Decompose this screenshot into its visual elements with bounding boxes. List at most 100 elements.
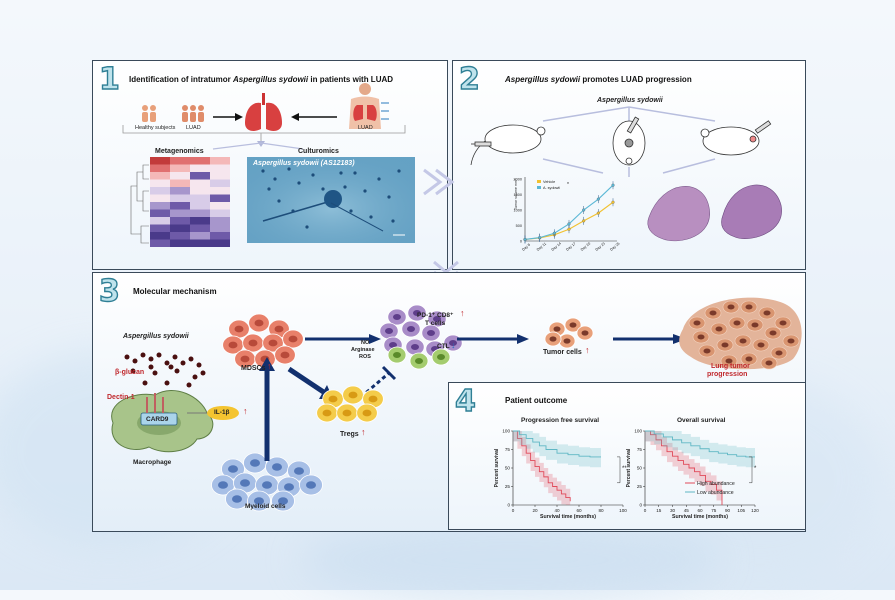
cell-nucleus bbox=[294, 467, 304, 475]
spore-dot bbox=[305, 225, 309, 229]
panel-title: Patient outcome bbox=[505, 396, 568, 405]
y-tick-label: 0 bbox=[639, 503, 642, 508]
label-myeloid: Myeloid cells bbox=[245, 503, 286, 510]
cell-nucleus bbox=[288, 335, 298, 343]
cell-nucleus bbox=[306, 481, 316, 489]
heatmap-cell bbox=[190, 239, 210, 247]
cell-nucleus bbox=[234, 325, 244, 333]
background-blob bbox=[300, 520, 720, 600]
tumor-nucleus bbox=[757, 342, 765, 348]
spore-dot bbox=[267, 187, 271, 191]
cell-nucleus bbox=[549, 336, 557, 342]
beta-glucan-dot bbox=[148, 356, 154, 362]
heatmap-cell bbox=[190, 224, 210, 232]
tumor-nucleus bbox=[745, 304, 753, 310]
cell-nucleus bbox=[254, 497, 264, 505]
heatmap-cell bbox=[190, 164, 210, 172]
heatmap-dendrogram bbox=[130, 164, 149, 244]
spore-dot bbox=[343, 185, 347, 189]
cell-nucleus bbox=[385, 327, 393, 335]
beta-glucan-dot bbox=[172, 354, 178, 360]
tumor-cells-cluster bbox=[544, 317, 594, 349]
syringe-icon bbox=[754, 120, 772, 134]
tumor-nucleus bbox=[703, 348, 711, 354]
y-tick-label: 500 bbox=[516, 224, 522, 228]
cell-nucleus bbox=[328, 395, 338, 403]
heatmap-cell bbox=[190, 179, 210, 187]
heatmap-cell bbox=[170, 232, 190, 240]
y-tick-label: 1500 bbox=[514, 193, 522, 197]
data-point bbox=[567, 227, 571, 231]
beta-glucan-dot bbox=[188, 356, 194, 362]
beta-glucan-dot bbox=[130, 368, 136, 374]
spore-dot bbox=[353, 171, 357, 175]
label-il1b: IL-1β bbox=[214, 409, 230, 416]
label-dectin: Dectin-1 bbox=[107, 394, 135, 401]
beta-glucan-dot bbox=[200, 370, 206, 376]
t-cells-cluster bbox=[379, 304, 463, 370]
macrophage-icon bbox=[111, 390, 214, 453]
data-point bbox=[611, 183, 615, 187]
data-point bbox=[538, 236, 542, 240]
data-point bbox=[567, 222, 571, 226]
y-tick-label: 0 bbox=[520, 240, 522, 244]
healthy-subjects-icon bbox=[142, 105, 156, 122]
x-tick-label: 20 bbox=[532, 508, 538, 513]
label-species: Aspergillus sydowii bbox=[123, 333, 189, 340]
x-tick-label: 100 bbox=[619, 508, 627, 513]
heatmap-cell bbox=[210, 187, 230, 195]
cell-nucleus bbox=[268, 339, 278, 347]
legend-swatch bbox=[537, 186, 541, 189]
significance-mark: * bbox=[567, 182, 569, 188]
heatmap-cell bbox=[210, 164, 230, 172]
heatmap-cell bbox=[170, 209, 190, 217]
il1b-up-arrow: ↑ bbox=[243, 406, 248, 416]
panel1-illustration bbox=[122, 83, 415, 247]
ctl-down-arrow: ↓ bbox=[451, 340, 456, 350]
beta-glucan-dot bbox=[156, 352, 162, 358]
heatmap-cell bbox=[210, 239, 230, 247]
cell-nucleus bbox=[278, 497, 288, 505]
x-axis-label: Survival time (months) bbox=[540, 514, 596, 520]
y-axis-label: Percent survival bbox=[494, 448, 500, 487]
x-tick-label: 105 bbox=[737, 508, 745, 513]
y-tick-label: 50 bbox=[505, 466, 511, 471]
spore-dot bbox=[369, 215, 373, 219]
significance-bracket bbox=[617, 456, 621, 484]
label-tregs: Tregs bbox=[340, 431, 359, 438]
heatmap-cell bbox=[190, 217, 210, 225]
tumor-nucleus bbox=[763, 310, 771, 316]
cell-nucleus bbox=[393, 313, 401, 321]
cell-nucleus bbox=[240, 355, 250, 363]
mechanism-diagram bbox=[111, 297, 802, 512]
cell-nucleus bbox=[254, 319, 264, 327]
panel-number: 2 bbox=[458, 62, 480, 97]
cell-nucleus bbox=[232, 495, 242, 503]
x-tick-label: 45 bbox=[684, 508, 690, 513]
data-point bbox=[611, 200, 615, 204]
heatmap-cell bbox=[170, 187, 190, 195]
x-tick-label: 75 bbox=[711, 508, 717, 513]
heatmap-cell bbox=[190, 209, 210, 217]
significance-mark: ** bbox=[622, 466, 627, 472]
spore-dot bbox=[291, 209, 295, 213]
y-tick-label: 2000 bbox=[514, 178, 522, 182]
beta-glucan-dot bbox=[148, 364, 154, 370]
x-axis-label: Survival time (months) bbox=[672, 514, 728, 520]
cell-nucleus bbox=[228, 341, 238, 349]
label-tumor-cells: Tumor cells bbox=[543, 349, 582, 356]
beta-glucan-dot bbox=[164, 380, 170, 386]
beta-glucan-dot bbox=[164, 360, 170, 366]
y-tick-label: 1000 bbox=[514, 209, 522, 213]
label-luad-patient: LUAD bbox=[358, 125, 373, 131]
x-tick-label: 30 bbox=[670, 508, 676, 513]
spore-dot bbox=[273, 177, 277, 181]
spore-dot bbox=[277, 199, 281, 203]
beta-glucan-dot bbox=[142, 380, 148, 386]
survival-curve-1 bbox=[513, 430, 601, 458]
heatmap-cell bbox=[150, 202, 170, 210]
x-tick-label: 0 bbox=[644, 508, 647, 513]
tumor-nucleus bbox=[751, 322, 759, 328]
data-point bbox=[523, 237, 527, 242]
